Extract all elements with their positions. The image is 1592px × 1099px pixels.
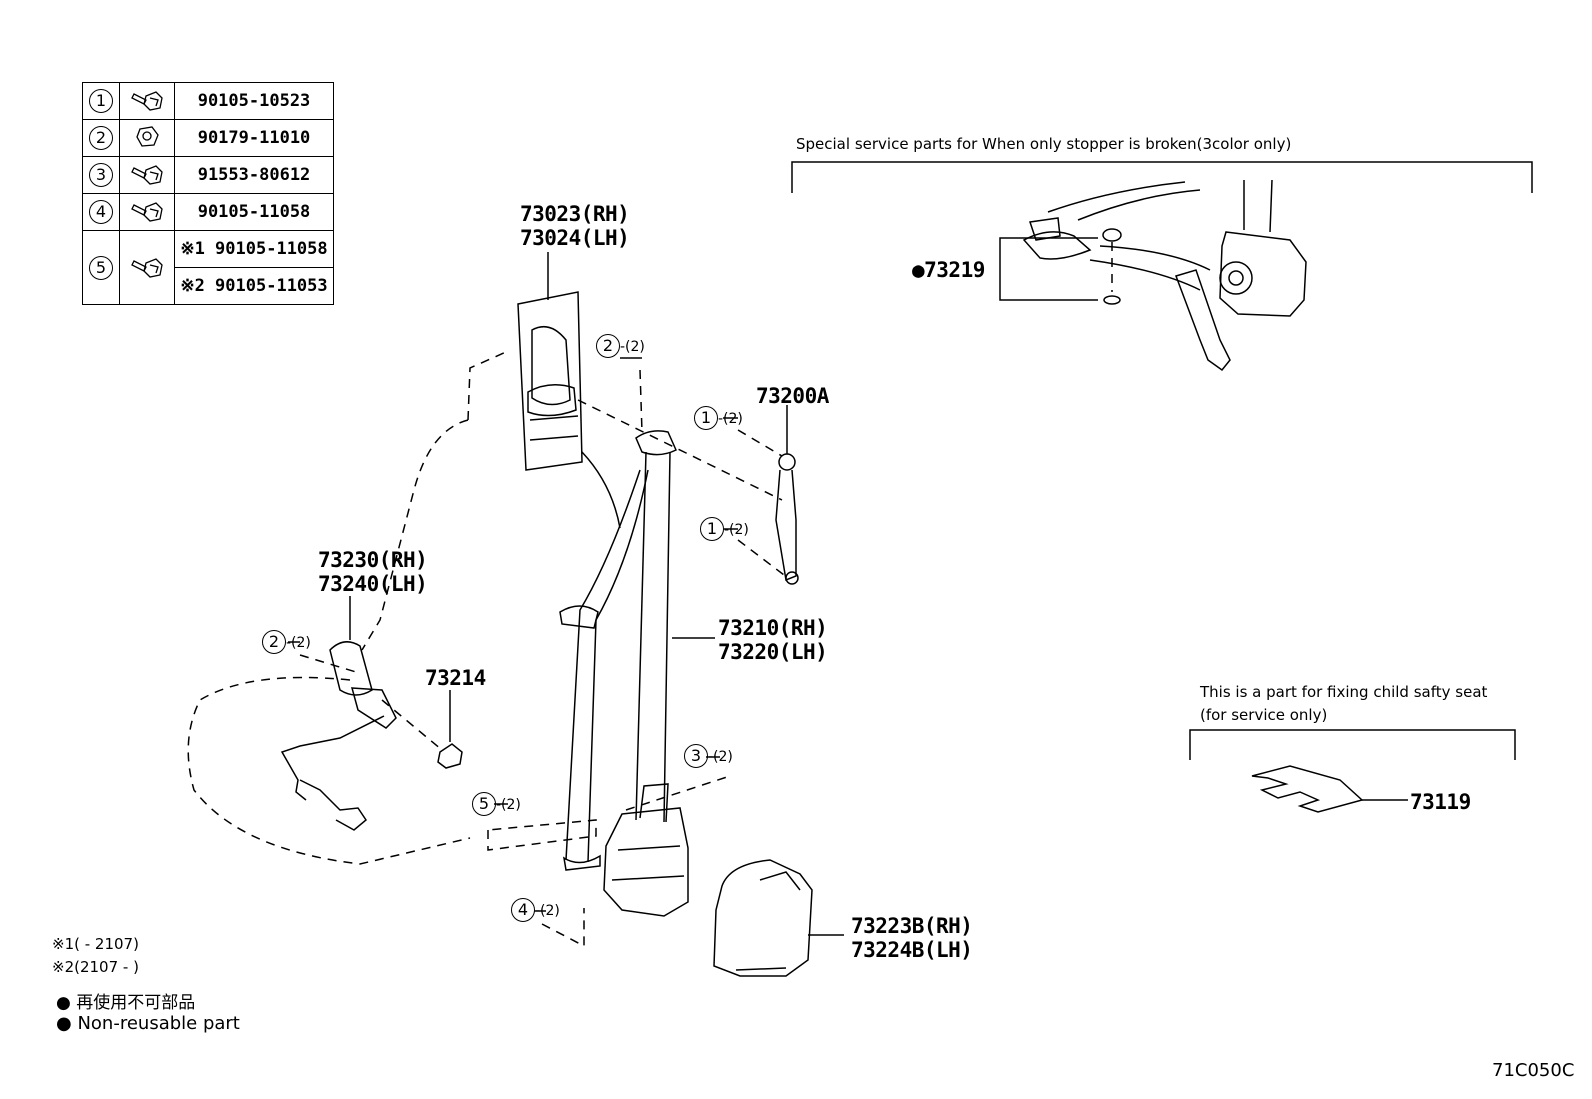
part-label-73220: 73220(LH) bbox=[718, 640, 828, 664]
part-number: 90179-11010 bbox=[174, 119, 334, 157]
child-seat-fixing-part bbox=[1251, 765, 1364, 813]
upper-anchor-cover bbox=[517, 252, 583, 471]
qty-callout: 2-(2) bbox=[262, 630, 311, 654]
bolt-icon bbox=[131, 202, 163, 222]
legend-row: 1 90105-10523 bbox=[82, 82, 334, 120]
part-label-73230: 73230(RH) bbox=[318, 548, 428, 572]
qty-callout: 4-(2) bbox=[511, 898, 560, 922]
part-number: 90105-10523 bbox=[174, 82, 334, 120]
legend-row: 3 91553-80612 bbox=[82, 156, 334, 194]
buckle-assembly bbox=[280, 596, 397, 831]
nut bbox=[437, 743, 463, 769]
part-label-73240: 73240(LH) bbox=[318, 572, 428, 596]
retractor-cover bbox=[713, 859, 844, 977]
special-service-bracket bbox=[791, 161, 1533, 193]
diagram-code: 71C050C bbox=[1492, 1060, 1575, 1081]
qty-callout: 2-(2) bbox=[596, 334, 645, 358]
part-number: ※2 90105-11053 bbox=[175, 267, 333, 304]
part-label-73119: 73119 bbox=[1410, 790, 1471, 814]
bolt-icon bbox=[131, 257, 163, 278]
part-label-73024: 73024(LH) bbox=[520, 226, 630, 250]
part-label-73224b: 73224B(LH) bbox=[851, 938, 973, 962]
part-number: ※1 90105-11058 bbox=[180, 239, 328, 259]
bullet-icon: ● bbox=[56, 993, 71, 1013]
part-label-73214: 73214 bbox=[425, 666, 486, 690]
part-label-73210: 73210(RH) bbox=[718, 616, 828, 640]
qty-callout: 5-(2) bbox=[472, 792, 521, 816]
ref-number: 2 bbox=[89, 126, 113, 150]
part-label-73219: ●73219 bbox=[912, 258, 985, 282]
belt-assembly bbox=[559, 430, 715, 917]
ref-number: 5 bbox=[89, 255, 113, 280]
qty-callout: 3-(2) bbox=[684, 744, 733, 768]
qty-callout: 1-(2) bbox=[694, 406, 743, 430]
bolt-icon bbox=[131, 165, 163, 185]
bolt-icon bbox=[131, 91, 163, 111]
qty-callout: 1-(2) bbox=[700, 517, 749, 541]
legend-row: 2 90179-11010 bbox=[82, 119, 334, 157]
footnote-1: ※1( - 2107) bbox=[52, 935, 139, 953]
part-number: 90105-11058 bbox=[174, 193, 334, 231]
part-label-73023: 73023(RH) bbox=[520, 202, 630, 226]
ref-number: 1 bbox=[89, 89, 113, 113]
bullet-icon: ● bbox=[56, 1013, 72, 1034]
footnote-2: ※2(2107 - ) bbox=[52, 958, 139, 976]
ref-number: 4 bbox=[89, 200, 113, 224]
ref-number: 3 bbox=[89, 163, 113, 187]
nut-icon bbox=[136, 126, 159, 147]
child-seat-note-line1: This is a part for fixing child safty se… bbox=[1200, 683, 1488, 701]
stopper-detail bbox=[999, 179, 1307, 372]
child-seat-note-line2: (for service only) bbox=[1200, 706, 1328, 724]
part-number: 91553-80612 bbox=[174, 156, 334, 194]
non-reusable-legend-en: ● Non-reusable part bbox=[56, 1013, 240, 1034]
part-label-73200a: 73200A bbox=[756, 384, 829, 408]
legend-row: 4 90105-11058 bbox=[82, 193, 334, 231]
fastener-legend-table: 1 90105-10523 2 90179-11010 3 91553-8061… bbox=[82, 82, 334, 305]
child-seat-bracket bbox=[1189, 729, 1516, 760]
part-label-73223b: 73223B(RH) bbox=[851, 914, 973, 938]
shoulder-adjuster bbox=[775, 405, 799, 585]
non-reusable-legend-jp: ● 再使用不可部品 bbox=[56, 993, 196, 1013]
legend-row: 5 ※1 90105-11058 ※2 90105-11053 bbox=[82, 230, 334, 305]
special-service-note: Special service parts for When only stop… bbox=[796, 135, 1292, 153]
